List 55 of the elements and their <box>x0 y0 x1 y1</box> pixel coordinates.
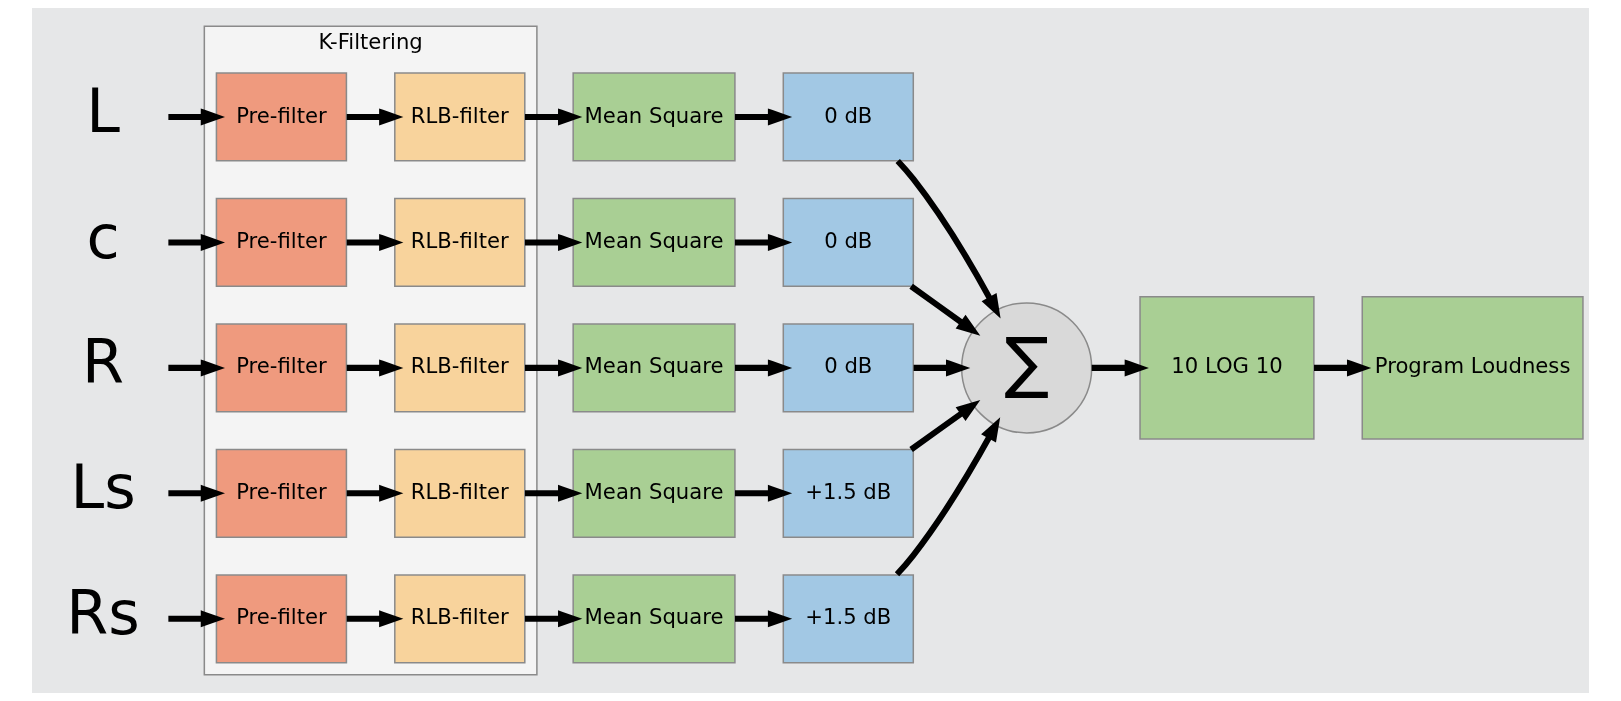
arrow <box>909 283 981 336</box>
node-box: Mean Square <box>572 323 736 413</box>
arrow <box>346 233 404 251</box>
node-box: Pre-filter <box>215 574 348 664</box>
arrow <box>168 610 225 628</box>
arrow <box>168 233 225 251</box>
arrow <box>894 417 1001 577</box>
node-box: 10 LOG 10 <box>1139 296 1315 440</box>
node-box: RLB-filter <box>394 323 526 413</box>
arrow <box>735 610 793 628</box>
arrow <box>735 233 793 251</box>
node-box: Mean Square <box>572 72 736 162</box>
arrow <box>895 158 1001 319</box>
node-box: Program Loudness <box>1361 296 1584 440</box>
arrow <box>735 484 793 502</box>
node-box: Pre-filter <box>215 448 348 538</box>
arrow <box>525 610 583 628</box>
node-text: R <box>82 327 125 397</box>
arrow <box>1314 359 1372 377</box>
arrow <box>735 108 793 126</box>
node-text: Ls <box>70 452 136 523</box>
arrow <box>346 359 404 377</box>
node-box: Mean Square <box>572 448 736 538</box>
node-text: c <box>86 201 120 272</box>
node-box: Pre-filter <box>215 323 348 413</box>
node-box: 0 dB <box>782 72 915 162</box>
node-box: 0 dB <box>782 197 915 287</box>
arrow <box>168 359 225 377</box>
arrow <box>346 108 404 126</box>
node-box: Mean Square <box>572 197 736 287</box>
node-box: Pre-filter <box>215 72 348 162</box>
arrow <box>168 484 225 502</box>
node-box: Mean Square <box>572 574 736 664</box>
arrow <box>735 359 793 377</box>
arrow <box>525 233 583 251</box>
node-box: RLB-filter <box>394 72 526 162</box>
arrow <box>909 399 981 452</box>
arrow <box>913 359 971 377</box>
arrow <box>525 484 583 502</box>
node-box: 0 dB <box>782 323 915 413</box>
node-box: Pre-filter <box>215 197 348 287</box>
node-text: Rs <box>66 577 140 648</box>
node-text: L <box>86 76 120 147</box>
arrow <box>525 108 583 126</box>
node-box: RLB-filter <box>394 197 526 287</box>
arrow <box>346 610 404 628</box>
arrow <box>1091 359 1149 377</box>
node-circle: ∑ <box>960 302 1093 434</box>
arrow <box>168 108 225 126</box>
node-box: +1.5 dB <box>782 574 915 664</box>
node-box: RLB-filter <box>394 574 526 664</box>
arrow <box>346 484 404 502</box>
arrow <box>525 359 583 377</box>
node-box: +1.5 dB <box>782 448 915 538</box>
node-box: RLB-filter <box>394 448 526 538</box>
